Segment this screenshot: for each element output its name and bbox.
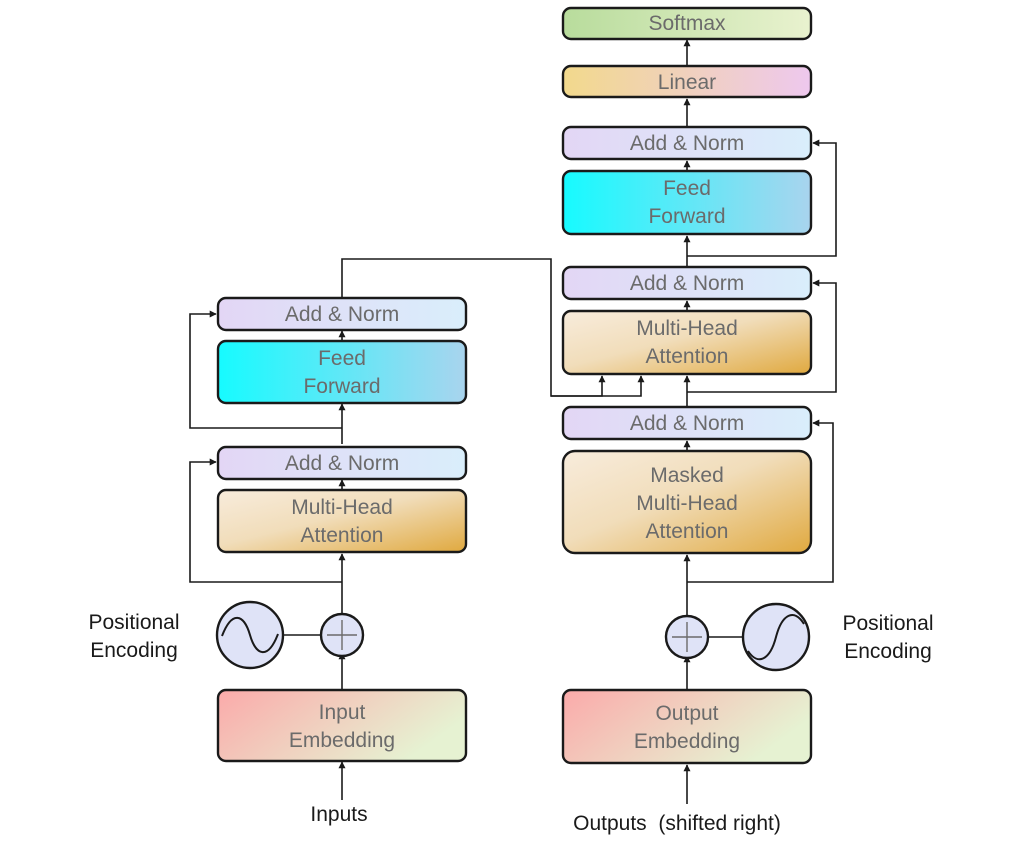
output-embedding-label-1: Output [655,702,718,725]
dec-masked-label-3: Attention [646,520,729,543]
encoder-output-to-decoder-arrow [341,258,606,397]
enc-plus-icon [327,620,357,650]
dec-residual-3-arrow [687,139,837,257]
enc-residual-2-arrow [189,310,342,429]
enc-add-norm-top-box [216,296,468,332]
enc-attention-label-1: Multi-Head [291,496,393,519]
dec-add-norm-mid-box [561,265,813,301]
dec-residual-1-arrow [687,419,834,583]
dec-sine-wave-icon [747,614,805,661]
dec-add-norm-mid-label: Add & Norm [630,272,744,295]
dec-add-norm-top-label: Add & Norm [630,132,744,155]
encoder-stack: Add & Norm Feed Forward Add & Norm Multi… [88,296,468,826]
input-embedding-box [216,688,468,763]
linear-label: Linear [658,71,716,94]
dec-add-norm-top-box [561,125,813,161]
dec-masked-label-1: Masked [650,464,724,487]
inputs-label: Inputs [310,803,367,826]
dec-residual-2-arrow [687,279,837,393]
enc-add-norm-bottom-box [216,445,468,481]
softmax-box [561,6,813,41]
enc-feed-forward-box [216,339,468,405]
outputs-label: Outputs (shifted right) [573,812,781,835]
dec-feed-forward-box [561,169,813,236]
output-embedding-label-2: Embedding [634,730,740,753]
dec-add-norm-bottom-label: Add & Norm [630,412,744,435]
enc-sine-wave-icon [221,616,279,654]
dec-add-norm-bottom-box [561,405,813,441]
encoder-output-value-arrow [551,375,645,397]
enc-positional-label-1: Positional [88,611,179,634]
enc-positional-label-2: Encoding [90,639,178,662]
linear-box [561,64,813,99]
enc-add-norm-top-label: Add & Norm [285,303,399,326]
input-embedding-label-1: Input [319,701,366,724]
enc-attention-label-2: Attention [301,524,384,547]
dec-plus-icon [672,622,702,652]
connectors [189,39,837,804]
enc-residual-1-arrow [189,458,342,583]
dec-feed-forward-label-2: Forward [648,205,725,228]
dec-multi-head-attention-box [561,309,813,376]
dec-masked-label-2: Multi-Head [636,492,738,515]
dec-feed-forward-label-1: Feed [663,177,711,200]
output-embedding-box [561,688,813,765]
dec-positional-label-1: Positional [842,612,933,635]
enc-feed-forward-label-1: Feed [318,347,366,370]
enc-multi-head-attention-box [216,488,468,554]
enc-feed-forward-label-2: Forward [303,375,380,398]
decoder-stack: Softmax Linear Add & Norm Feed Forward A… [561,6,934,835]
dec-positional-label-2: Encoding [844,640,932,663]
dec-masked-attention-box [561,449,813,555]
input-embedding-label-2: Embedding [289,729,395,752]
softmax-label: Softmax [648,12,726,35]
enc-add-norm-bottom-label: Add & Norm [285,452,399,475]
dec-attention-label-1: Multi-Head [636,317,738,340]
dec-attention-label-2: Attention [646,345,729,368]
